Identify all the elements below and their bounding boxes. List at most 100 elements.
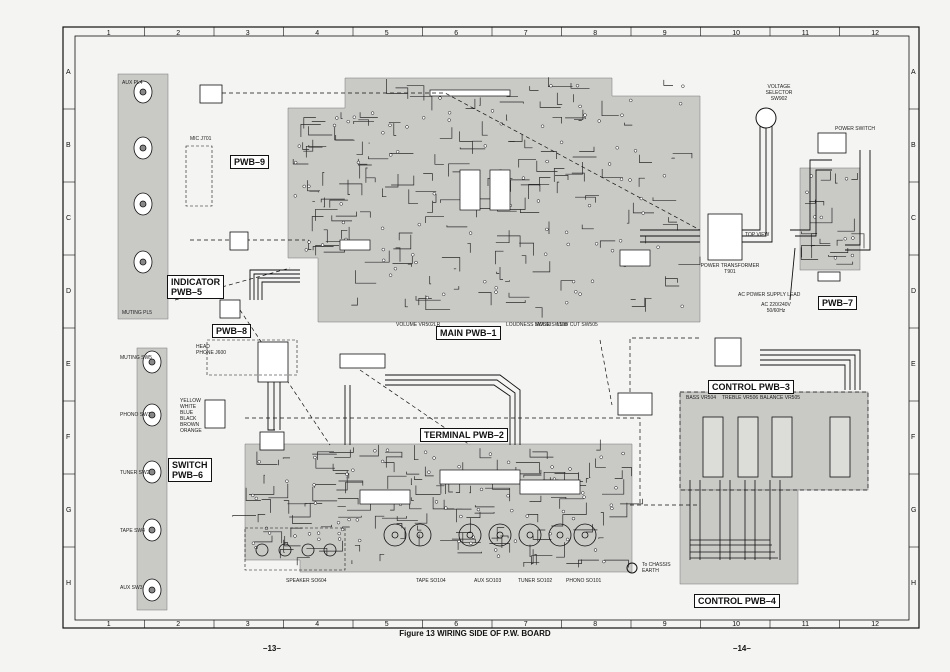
grid-column-6: 6 [454, 30, 459, 37]
grid-column-10: 10 [732, 30, 741, 37]
cn-pwb5-b [219, 299, 241, 319]
grid-row-C: C [911, 214, 917, 222]
grid-column-9: 9 [662, 621, 667, 628]
grid-row-B: B [911, 141, 916, 149]
grid-column-3: 3 [245, 30, 250, 37]
grid-column-5: 5 [384, 621, 389, 628]
wire-color-yellow: YELLOW [180, 398, 201, 404]
mic-label: MIC J701 [190, 136, 212, 142]
balance-label: BALANCE VR505 [760, 395, 801, 401]
aux-sw-label: AUX SW3 [120, 585, 143, 591]
voltage-selector [755, 107, 777, 129]
aux-so-label: AUX SO103 [474, 578, 502, 584]
cn-main-b [339, 353, 386, 369]
grid-row-B: B [66, 141, 71, 149]
grid-column-8: 8 [593, 621, 598, 628]
lowcut-label: LOW CUT SW505 [557, 322, 598, 328]
fuse-a [817, 271, 841, 282]
cn-pwb9 [229, 231, 249, 251]
grid-column-11: 11 [801, 621, 810, 628]
tape-sw-label: TAPE SW4 [120, 528, 145, 534]
grid-column-1: 1 [106, 30, 111, 37]
outer-frame [62, 26, 920, 629]
aux-pl-label: AUX PL4 [122, 80, 143, 86]
wire-color-white: WHITE [180, 404, 197, 410]
grid-column-4: 4 [315, 30, 320, 37]
loudness-label: LOUDNESS SW503 [506, 322, 552, 328]
tuner-sw-label: TUNER SW2 [120, 470, 150, 476]
main-pwb1-label: MAIN PWB–1 [436, 326, 501, 340]
pwb8-label: PWB–8 [212, 324, 252, 338]
chassis-label: To CHASSIS EARTH [642, 562, 671, 574]
pwb9-label: PWB–9 [230, 155, 270, 169]
grid-column-7: 7 [523, 30, 528, 37]
grid-row-C: C [66, 214, 72, 222]
grid-row-A: A [911, 68, 916, 76]
headphone-label: HEAD PHONE J600 [196, 344, 227, 356]
cn-pwb5 [199, 84, 223, 104]
power-transformer-label: POWER TRANSFORMER T901 [700, 263, 760, 275]
power-switch-label: POWER SWITCH [835, 126, 875, 132]
switch-pwb6-label: SWITCH PWB–6 [168, 458, 212, 482]
grid-column-7: 7 [523, 621, 528, 628]
grid-column-3: 3 [245, 621, 250, 628]
cn-pwb3-b [617, 392, 653, 416]
grid-row-G: G [66, 506, 72, 514]
cn-pwb8 [257, 341, 289, 383]
phono-sw-label: PHONO SW1 [120, 412, 151, 418]
grid-row-D: D [66, 287, 72, 295]
page-number-left: –13– [263, 644, 281, 653]
control-pwb4-label: CONTROL PWB–4 [694, 594, 780, 608]
speaker-label: SPEAKER SO604 [286, 578, 327, 584]
terminal-pwb2-label: TERMINAL PWB–2 [420, 428, 508, 442]
ac-rating-label: AC 220/240V 50/60Hz [761, 302, 791, 314]
mode-label: MODE SW505 [535, 322, 568, 328]
grid-row-E: E [66, 360, 71, 368]
figure-caption: Figure 13 WIRING SIDE OF P.W. BOARD [399, 629, 551, 638]
top-view-label: TOP VIEW [745, 232, 770, 238]
grid-column-8: 8 [593, 30, 598, 37]
tape-so-label: TAPE SO104 [416, 578, 446, 584]
wire-color-blue: BLUE [180, 410, 194, 416]
grid-column-10: 10 [732, 621, 741, 628]
cn-pwb2 [259, 431, 285, 451]
transformer [707, 213, 743, 261]
cn-pwb3-a [714, 337, 742, 367]
bass-label: BASS VR504 [686, 395, 717, 401]
treble-label: TREBLE VR506 [722, 395, 759, 401]
indicator-pwb5-label: INDICATOR PWB–5 [167, 275, 225, 299]
phono-so-label: PHONO SO101 [566, 578, 602, 584]
voltage-selector-label: VOLTAGE SELECTOR SW902 [765, 84, 793, 102]
wire-color-black: BLACK [180, 416, 197, 422]
control-pwb3-label: CONTROL PWB–3 [708, 380, 794, 394]
grid-row-E: E [911, 360, 916, 368]
grid-column-12: 12 [871, 621, 880, 628]
muting-pl-label: MUTING PL5 [122, 310, 153, 316]
grid-row-F: F [911, 433, 916, 441]
grid-column-5: 5 [384, 30, 389, 37]
pwb7-label: PWB–7 [818, 296, 858, 310]
ac-power-label: AC POWER SUPPLY LEAD [738, 292, 801, 298]
grid-column-12: 12 [871, 30, 880, 37]
grid-column-11: 11 [801, 30, 810, 37]
grid-row-H: H [66, 579, 72, 587]
power-switch-body [817, 132, 847, 154]
grid-row-H: H [911, 579, 917, 587]
grid-row-G: G [911, 506, 917, 514]
grid-row-D: D [911, 287, 917, 295]
grid-column-9: 9 [662, 30, 667, 37]
muting-sw-label: MUTING SW5 [120, 355, 152, 361]
chassis-ring [626, 562, 638, 574]
grid-column-2: 2 [176, 621, 181, 628]
wire-color-brown: BROWN [180, 422, 200, 428]
grid-column-4: 4 [315, 621, 320, 628]
grid-column-1: 1 [106, 621, 111, 628]
wire-color-orange: ORANGE [180, 428, 202, 434]
page-number-right: –14– [733, 644, 751, 653]
grid-column-2: 2 [176, 30, 181, 37]
grid-row-F: F [66, 433, 71, 441]
grid-column-6: 6 [454, 621, 459, 628]
tuner-so-label: TUNER SO102 [518, 578, 553, 584]
